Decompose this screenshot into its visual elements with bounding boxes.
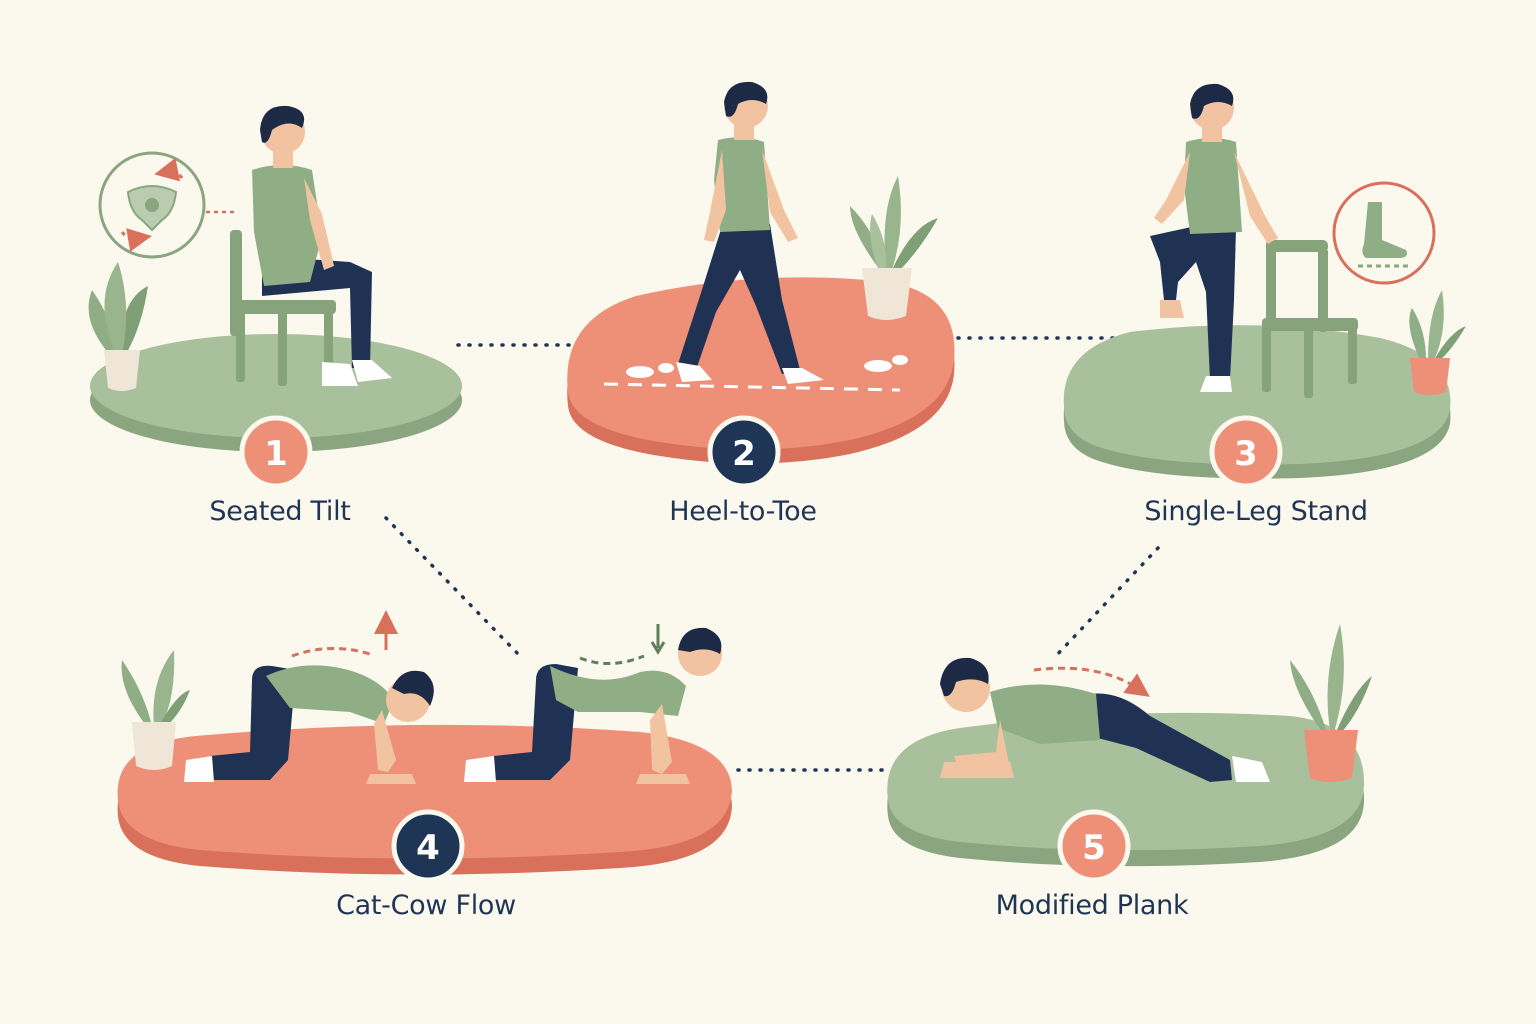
person-cow-pose bbox=[464, 627, 722, 784]
step-4-badge: 4 bbox=[391, 809, 465, 883]
step-3-badge: 3 bbox=[1209, 415, 1283, 489]
potted-plant bbox=[1409, 290, 1466, 395]
spine-arrow-icon bbox=[1033, 666, 1150, 697]
person-single-leg bbox=[1150, 83, 1278, 392]
potted-plant bbox=[850, 176, 938, 320]
step-4-number: 4 bbox=[416, 828, 440, 868]
connector-3-5 bbox=[1052, 546, 1160, 660]
step-2-badge: 2 bbox=[707, 415, 781, 489]
connector-lines bbox=[384, 336, 1160, 772]
foot-balance-icon bbox=[1332, 181, 1436, 285]
step-5-label: Modified Plank bbox=[995, 890, 1189, 921]
step-5-scene: 5 bbox=[887, 624, 1372, 883]
step-5-badge: 5 bbox=[1057, 809, 1131, 883]
person-cat-pose bbox=[184, 665, 434, 784]
step-1-number: 1 bbox=[264, 434, 288, 474]
chair bbox=[1262, 240, 1358, 398]
connector-1-4 bbox=[384, 516, 522, 658]
step-4-label: Cat-Cow Flow bbox=[336, 890, 516, 921]
step-4-scene: 4 bbox=[117, 610, 733, 883]
step-1-label: Seated Tilt bbox=[209, 496, 351, 527]
pelvis-icon bbox=[98, 151, 236, 259]
spine-arrow-icon bbox=[291, 610, 398, 658]
step-5-number: 5 bbox=[1082, 828, 1106, 868]
person-plank bbox=[940, 657, 1270, 782]
person-seated bbox=[252, 105, 392, 386]
footprints-icon bbox=[626, 355, 908, 378]
potted-plant bbox=[88, 262, 148, 391]
person-walking bbox=[676, 81, 824, 384]
step-3-scene: 3 bbox=[1063, 83, 1466, 489]
potted-plant bbox=[121, 650, 190, 770]
potted-plant bbox=[1290, 624, 1372, 782]
step-2-number: 2 bbox=[732, 434, 756, 474]
step-3-number: 3 bbox=[1234, 434, 1258, 474]
platform-2 bbox=[567, 277, 955, 464]
spine-arrow-icon bbox=[579, 624, 666, 666]
step-3-label: Single-Leg Stand bbox=[1144, 496, 1368, 527]
chair bbox=[230, 230, 336, 386]
step-2-label: Heel-to-Toe bbox=[669, 496, 817, 527]
step-1-scene: 1 bbox=[88, 105, 462, 489]
step-1-badge: 1 bbox=[239, 415, 313, 489]
step-2-scene: 2 bbox=[567, 81, 955, 489]
